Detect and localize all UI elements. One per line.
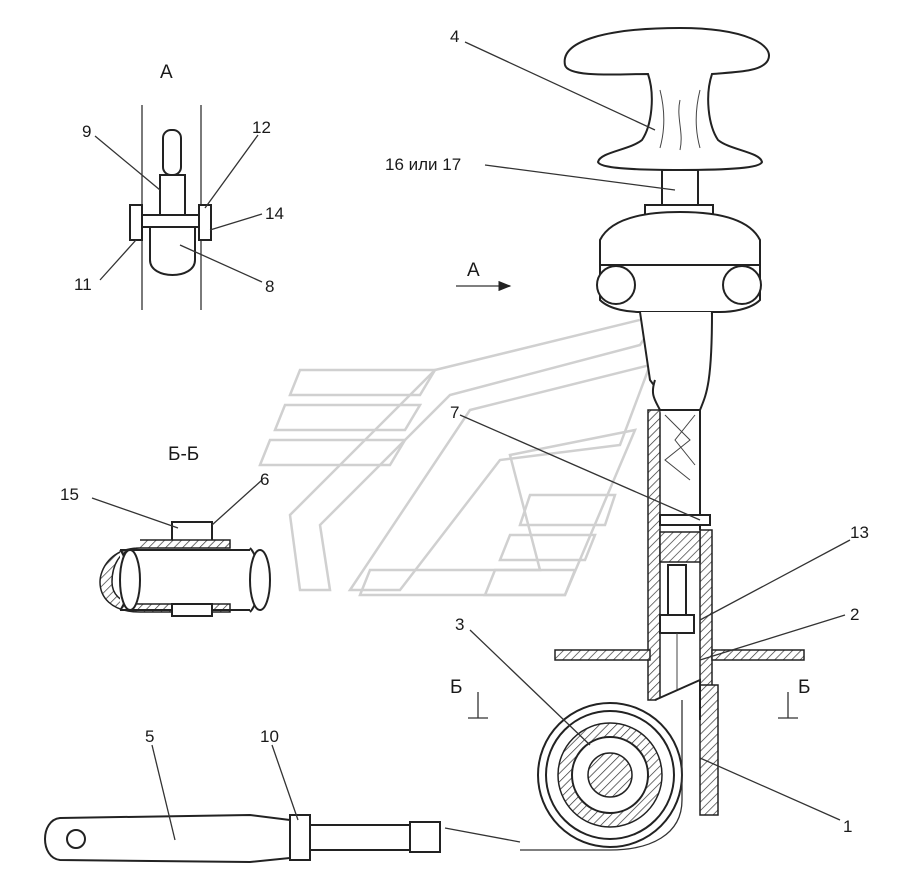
view-a-arrow-label: А [467,260,480,281]
cable-drum [520,678,701,851]
upper-stem [596,169,762,422]
callout-2: 2 [850,605,859,624]
view-a-title: А [160,62,173,83]
callout-11: 11 [74,275,92,294]
callout-3: 3 [455,615,464,634]
cut-right-label: Б [798,677,810,698]
view-a-detail [129,105,212,310]
callout-12: 12 [252,118,271,137]
view-labels: А Б-Б А Б Б [160,62,810,698]
callout-10: 10 [260,727,279,746]
callout-6: 6 [260,470,269,489]
callout-14: 14 [265,204,284,223]
section-bb-title: Б-Б [168,444,199,465]
callout-labels: 1 2 3 4 5 6 7 8 9 10 11 12 13 14 15 16 и… [60,27,869,836]
callout-15: 15 [60,485,79,504]
callout-8: 8 [265,277,274,296]
cut-left-label: Б [450,677,462,698]
callout-16-or-17: 16 или 17 [385,155,461,174]
callout-7: 7 [450,403,459,422]
callout-13: 13 [850,523,869,542]
handle-knob [563,26,770,172]
watermark-logo [258,313,663,597]
section-bb-detail [99,521,271,617]
tool-bar [44,813,521,864]
callout-4: 4 [450,27,459,46]
tube-assembly [554,409,805,816]
callout-5: 5 [145,727,154,746]
callout-9: 9 [82,122,91,141]
callout-1: 1 [843,817,852,836]
leader-lines [91,41,851,841]
